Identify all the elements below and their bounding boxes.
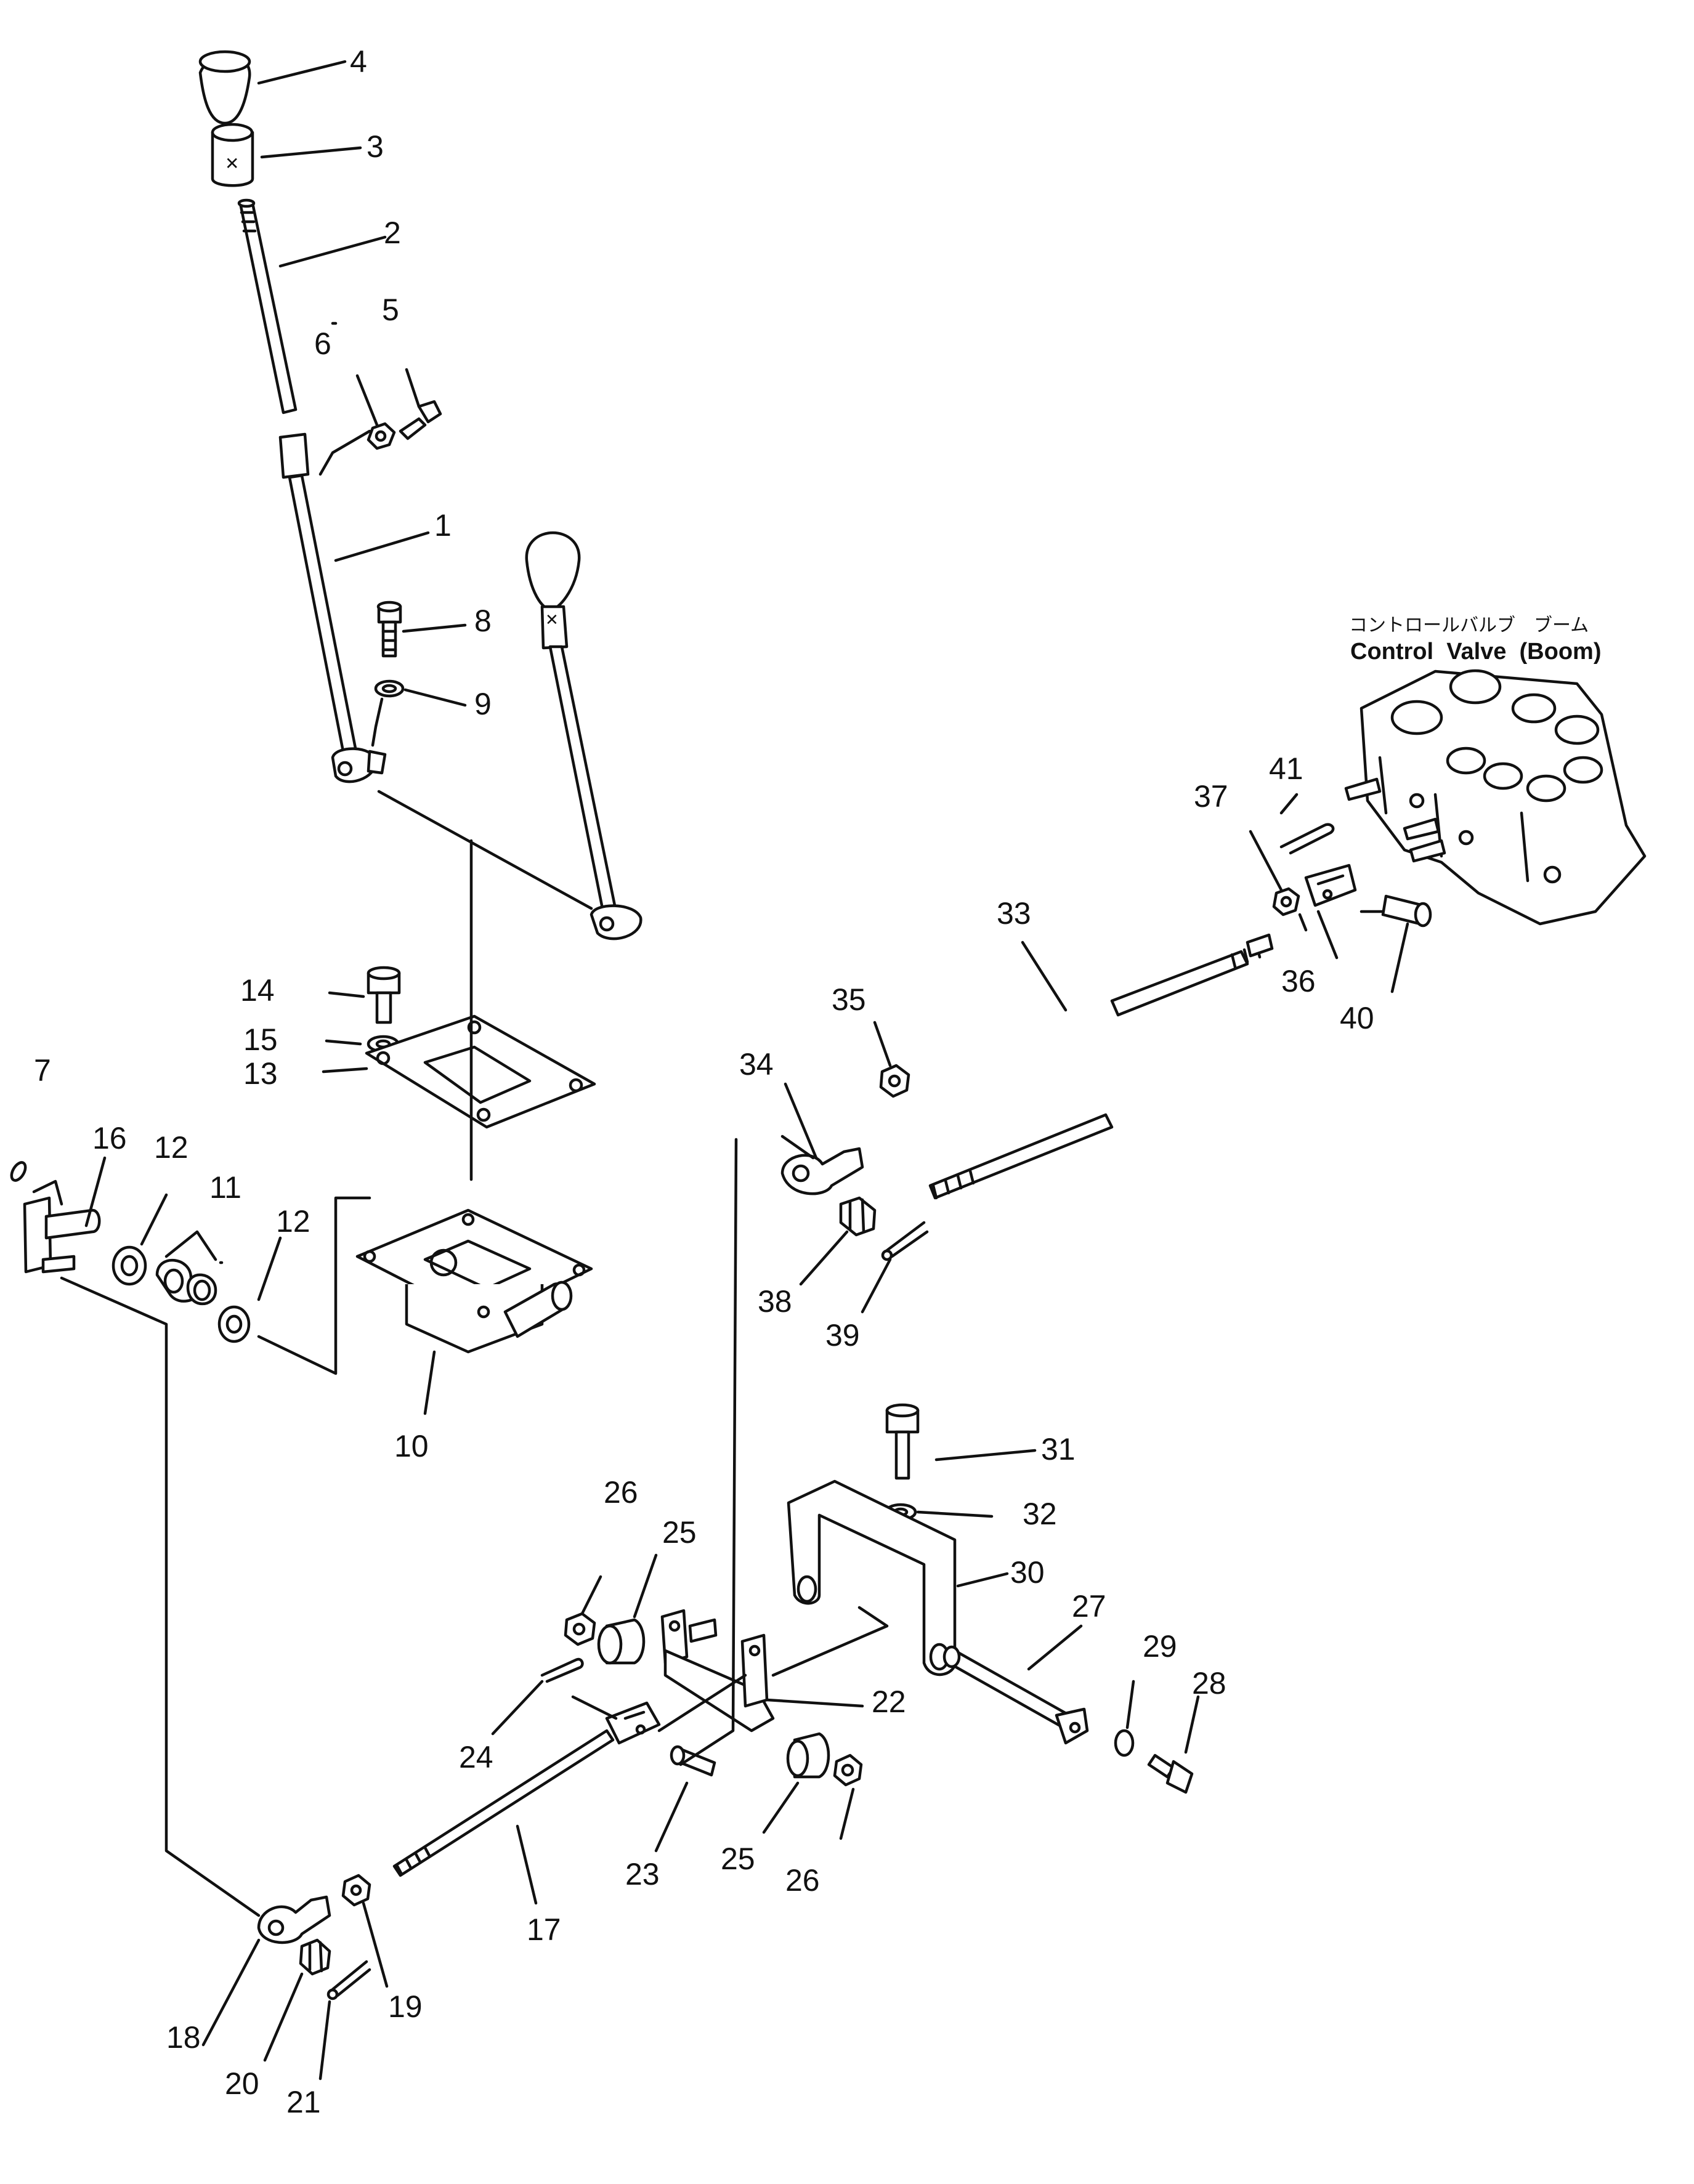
bushing-12a-part xyxy=(111,1245,147,1286)
rod-33-part xyxy=(928,933,1274,1200)
callout-14: 14 xyxy=(240,973,275,1008)
callout-18: 18 xyxy=(166,2020,201,2055)
callout-41: 41 xyxy=(1269,751,1303,786)
lever-1-part xyxy=(278,432,387,783)
callout-12b: 12 xyxy=(276,1204,310,1239)
castle-nut-20-part xyxy=(299,1938,331,1976)
pin-7-part xyxy=(10,1161,27,1182)
housing-10-part xyxy=(355,1208,593,1354)
lever-2-part: ✕ xyxy=(525,531,642,940)
svg-text:✕: ✕ xyxy=(225,154,239,173)
control-valve-part xyxy=(1344,669,1647,926)
bolt-5-part xyxy=(399,400,442,440)
upper-rod-part xyxy=(237,198,298,415)
clevis-36-part xyxy=(1304,863,1357,907)
cotter-41-part xyxy=(1279,823,1335,855)
nut-26b-part xyxy=(833,1753,863,1787)
callout-21: 21 xyxy=(286,2085,321,2119)
nut-19-part xyxy=(341,1874,371,1907)
cotter-39-part xyxy=(881,1221,929,1261)
caption-english: Control Valve (Boom) xyxy=(1350,639,1601,665)
nut-6-part xyxy=(367,422,396,450)
callout-17: 17 xyxy=(527,1912,561,1947)
callout-34: 34 xyxy=(739,1047,774,1082)
callout-3: 3 xyxy=(367,129,384,164)
knob-part xyxy=(198,50,251,125)
leader-lines xyxy=(32,60,1409,2081)
rod-end-18-part xyxy=(257,1895,331,1944)
bolt-31-part xyxy=(885,1403,920,1480)
snap-ring-29-part xyxy=(1114,1729,1135,1757)
bushing-12b-part xyxy=(217,1305,251,1343)
callout-25b: 25 xyxy=(721,1842,755,1876)
callout-16: 16 xyxy=(92,1121,127,1155)
callout-26a: 26 xyxy=(604,1475,638,1510)
bolt-14-part xyxy=(367,966,401,1024)
callout-15: 15 xyxy=(243,1022,278,1057)
shaft-27-part xyxy=(942,1645,1089,1745)
callout-1: 1 xyxy=(434,508,452,543)
callout-29: 29 xyxy=(1143,1629,1177,1664)
nut-26a-part xyxy=(564,1612,596,1646)
callout-12a: 12 xyxy=(154,1130,188,1165)
nut-35-part xyxy=(879,1064,910,1098)
callout-20: 20 xyxy=(225,2066,259,2101)
cotter-24-part xyxy=(540,1657,584,1683)
callout-31: 31 xyxy=(1041,1432,1076,1466)
callout-32: 32 xyxy=(1023,1497,1057,1531)
callout-30: 30 xyxy=(1010,1555,1045,1590)
callout-4: 4 xyxy=(350,44,367,79)
callout-6: 6 xyxy=(314,326,331,361)
washer-9-part xyxy=(374,679,405,698)
callout-10: 10 xyxy=(394,1429,429,1463)
callout-22: 22 xyxy=(872,1685,906,1719)
callout-39: 39 xyxy=(825,1318,860,1353)
callout-8: 8 xyxy=(474,604,492,638)
callout-36: 36 xyxy=(1281,964,1316,998)
cotter-21-part xyxy=(326,1960,371,2000)
bolt-23-part xyxy=(670,1745,716,1777)
callout-37: 37 xyxy=(1194,779,1228,814)
cover-plate-13-part xyxy=(365,1014,596,1129)
pin-40-part xyxy=(1381,894,1432,928)
callout-40: 40 xyxy=(1340,1001,1374,1035)
caption-japanese: コントロールバルブ ブーム xyxy=(1349,615,1589,636)
rod-end-34-part xyxy=(780,1147,864,1195)
callout-19: 19 xyxy=(388,1989,423,2024)
callout-5: 5 xyxy=(382,293,399,327)
bolt-28-part xyxy=(1147,1753,1194,1794)
callout-24: 24 xyxy=(459,1740,493,1774)
callout-26b: 26 xyxy=(785,1863,820,1898)
bushing-25a-part xyxy=(597,1618,646,1665)
callout-35: 35 xyxy=(832,982,866,1017)
callout-11: 11 xyxy=(209,1170,241,1205)
lever-bracket-22-part xyxy=(660,1609,775,1733)
castle-nut-38-part xyxy=(839,1196,877,1237)
shaft-16-part xyxy=(23,1196,101,1274)
sleeve-part: ✕ xyxy=(211,123,254,187)
rod-17-part xyxy=(392,1701,661,1877)
callout-2: 2 xyxy=(384,216,401,250)
bushing-11-part xyxy=(155,1259,217,1306)
callout-13: 13 xyxy=(243,1056,278,1091)
callout-33: 33 xyxy=(997,896,1031,931)
bushing-25b-part xyxy=(786,1732,830,1779)
callout-9: 9 xyxy=(474,687,492,721)
svg-text:✕: ✕ xyxy=(545,610,559,629)
callout-38: 38 xyxy=(758,1284,792,1319)
nut-37-part xyxy=(1272,887,1300,916)
callout-25a: 25 xyxy=(662,1515,697,1550)
bracket-30-part xyxy=(787,1479,957,1676)
callout-27: 27 xyxy=(1072,1589,1106,1624)
bolt-8-part xyxy=(376,601,402,658)
callout-23: 23 xyxy=(625,1857,660,1891)
callout-28: 28 xyxy=(1192,1666,1226,1701)
callout-7: 7 xyxy=(34,1053,51,1088)
